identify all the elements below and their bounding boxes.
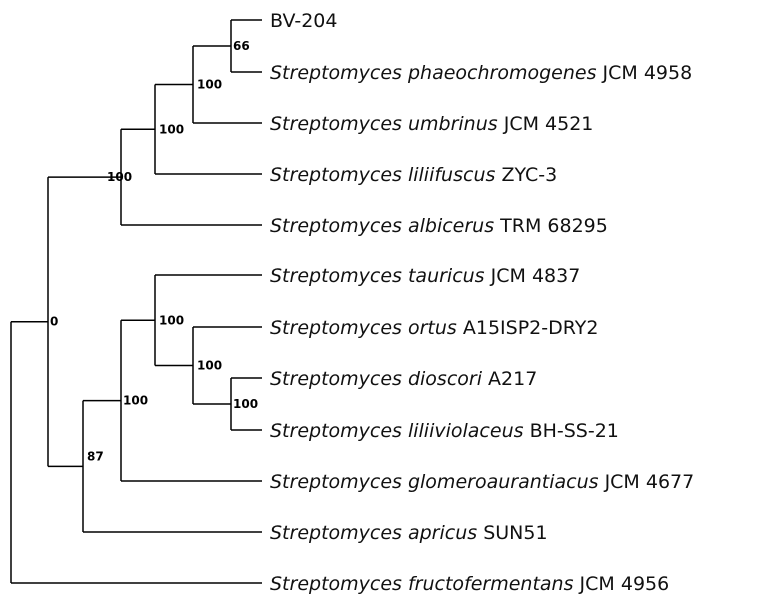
taxon-label: Streptomyces glomeroaurantiacus JCM 4677: [270, 471, 694, 493]
taxon-label: Streptomyces umbrinus JCM 4521: [270, 113, 593, 135]
species-name: Streptomyces phaeochromogenes: [270, 62, 597, 84]
bootstrap-value: 100: [197, 78, 222, 92]
species-name: Streptomyces albicerus: [270, 215, 494, 237]
taxon-label: Streptomyces dioscori A217: [270, 368, 537, 390]
taxon-label: Streptomyces liliifuscus ZYC-3: [270, 164, 557, 186]
strain-name: JCM 4956: [579, 573, 670, 595]
bootstrap-value: 66: [233, 39, 250, 53]
bootstrap-value: 100: [233, 397, 258, 411]
species-name: Streptomyces tauricus: [270, 265, 485, 287]
bootstrap-value: 100: [159, 313, 184, 327]
tree-branches: [10, 19, 262, 584]
strain-name: SUN51: [483, 522, 547, 544]
strain-name: ZYC-3: [501, 164, 557, 186]
species-name: Streptomyces glomeroaurantiacus: [270, 471, 599, 493]
strain-name: A15ISP2-DRY2: [463, 317, 599, 339]
species-name: Streptomyces fructofermentans: [270, 573, 574, 595]
bootstrap-value: 100: [123, 394, 148, 408]
taxon-label: Streptomyces apricus SUN51: [270, 522, 548, 544]
strain-name: A217: [488, 368, 537, 390]
strain-name: JCM 4958: [602, 62, 693, 84]
strain-name: BV-204: [270, 10, 337, 32]
taxon-label: Streptomyces tauricus JCM 4837: [270, 265, 580, 287]
species-name: Streptomyces liliiviolaceus: [270, 420, 524, 442]
taxon-label: Streptomyces liliiviolaceus BH-SS-21: [270, 420, 619, 442]
strain-name: JCM 4521: [503, 113, 594, 135]
taxon-label: Streptomyces ortus A15ISP2-DRY2: [270, 317, 598, 339]
taxon-label: Streptomyces albicerus TRM 68295: [270, 215, 608, 237]
support-values: 66 100 100 100 100 100 100 87 100 0: [50, 39, 258, 463]
taxon-label: Streptomyces fructofermentans JCM 4956: [270, 573, 669, 595]
strain-name: TRM 68295: [499, 215, 608, 237]
species-name: Streptomyces dioscori: [270, 368, 483, 390]
strain-name: BH-SS-21: [530, 420, 619, 442]
bootstrap-value: 100: [107, 170, 132, 184]
taxon-label: Streptomyces phaeochromogenes JCM 4958: [270, 62, 692, 84]
species-name: Streptomyces ortus: [270, 317, 457, 339]
bootstrap-value: 87: [87, 449, 104, 463]
species-name: Streptomyces umbrinus: [270, 113, 498, 135]
bootstrap-value: 0: [50, 315, 58, 329]
bootstrap-value: 100: [197, 359, 222, 373]
species-name: Streptomyces liliifuscus: [270, 164, 495, 186]
taxon-label: BV-204: [270, 10, 337, 32]
species-name: Streptomyces apricus: [270, 522, 477, 544]
bootstrap-value: 100: [159, 122, 184, 136]
strain-name: JCM 4837: [490, 265, 581, 287]
strain-name: JCM 4677: [604, 471, 695, 493]
